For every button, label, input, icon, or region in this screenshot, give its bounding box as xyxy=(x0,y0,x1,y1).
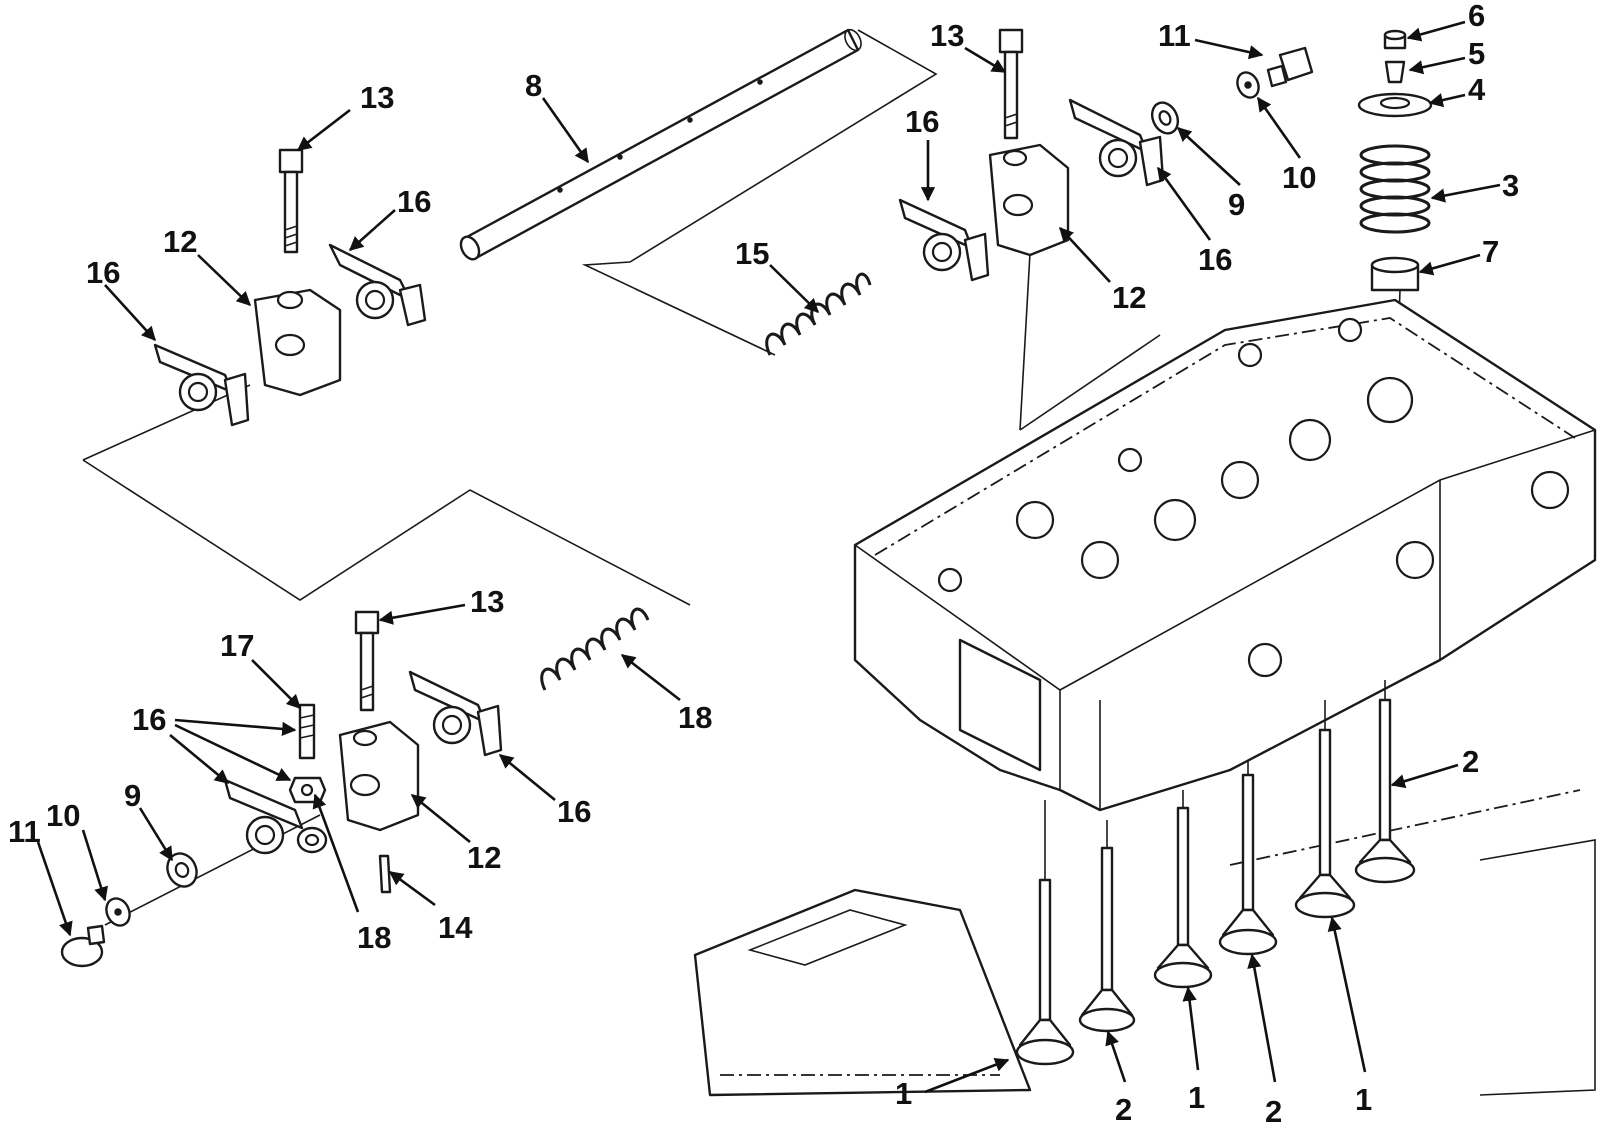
plug-11-lower xyxy=(60,924,106,968)
rocker-arm-16-lower-left xyxy=(223,778,328,855)
rocker-arm-16-upper-right-a xyxy=(898,198,990,282)
callout-16-upper-left-b: 16 xyxy=(86,255,120,290)
callout-10-lower: 10 xyxy=(46,798,80,833)
callout-14: 14 xyxy=(438,910,473,945)
callout-9-upper: 9 xyxy=(1228,187,1245,222)
spring-15 xyxy=(765,272,872,356)
washer-9-upper xyxy=(1150,101,1180,135)
callout-6: 6 xyxy=(1468,0,1485,33)
callout-4: 4 xyxy=(1468,72,1486,107)
lower-left-rocker-group xyxy=(60,607,650,968)
callout-2-middle: 2 xyxy=(1265,1094,1282,1129)
rocker-arm-16-upper-left-b xyxy=(153,343,250,427)
callout-11-upper: 11 xyxy=(1158,18,1191,53)
callout-12-lower: 12 xyxy=(467,840,501,875)
bracket-12-lower xyxy=(338,720,420,832)
valve-keeper-5 xyxy=(1384,60,1406,84)
callout-5: 5 xyxy=(1468,36,1485,71)
callout-18-lower-spring: 18 xyxy=(678,700,712,735)
washer-9-lower xyxy=(166,852,198,888)
rocker-arm-16-upper-left-a xyxy=(328,243,427,327)
cylinder-head xyxy=(853,298,1597,812)
callout-12-upper-right: 12 xyxy=(1112,280,1146,315)
rocker-shaft xyxy=(459,28,862,261)
callout-13-lower: 13 xyxy=(470,584,504,619)
callout-15: 15 xyxy=(735,236,769,271)
callout-16-upper-left-a: 16 xyxy=(397,184,431,219)
callout-2-left: 2 xyxy=(1115,1092,1132,1127)
callout-10-upper: 10 xyxy=(1282,160,1316,195)
callout-1-middle: 1 xyxy=(1188,1080,1205,1115)
callout-8: 8 xyxy=(525,68,542,103)
washer-10-upper xyxy=(1236,71,1260,99)
callout-12-upper-left: 12 xyxy=(163,224,197,259)
callout-11-lower: 11 xyxy=(8,814,41,849)
callout-16-lower-right: 16 xyxy=(557,794,591,829)
upper-right-rocker-group xyxy=(898,28,1314,282)
engine-block xyxy=(693,789,1596,1097)
callout-leaders xyxy=(36,20,1501,1094)
spring-retainer-4 xyxy=(1357,92,1433,118)
rocker-arm-16-lower-right xyxy=(408,670,503,757)
callout-17: 17 xyxy=(220,628,254,663)
callout-1-right: 1 xyxy=(1355,1082,1372,1117)
callout-9-lower: 9 xyxy=(124,778,141,813)
valve-1-b xyxy=(1153,790,1213,989)
bracket-12-upper-right xyxy=(988,143,1070,257)
valve-2-b xyxy=(1218,760,1278,956)
callout-16-upper-right-a: 16 xyxy=(905,104,939,139)
bracket-12-upper-left xyxy=(253,288,342,397)
rocker-arm-16-upper-right-b xyxy=(1068,98,1165,187)
bolt-13-upper-left xyxy=(278,148,304,254)
callout-7: 7 xyxy=(1482,234,1499,269)
valves xyxy=(1015,680,1416,1066)
valve-cap-6 xyxy=(1383,29,1407,50)
callout-1-left: 1 xyxy=(895,1076,912,1111)
bolt-13-lower xyxy=(354,610,380,712)
valve-1-a xyxy=(1015,800,1075,1066)
valve-1-c xyxy=(1294,700,1356,919)
upper-left-rocker-group xyxy=(153,148,427,427)
spring-18-lower xyxy=(540,607,650,691)
pin-14 xyxy=(378,854,392,894)
plug-11-upper xyxy=(1266,46,1314,88)
valve-spring-stack xyxy=(1357,29,1433,292)
valve-2-c xyxy=(1354,680,1416,884)
callout-3: 3 xyxy=(1502,168,1519,203)
callout-16-lower-group: 16 xyxy=(132,702,166,737)
lock-nut-16-lower xyxy=(288,776,327,804)
valve-2-a xyxy=(1078,820,1136,1033)
callout-13-upper-left: 13 xyxy=(360,80,394,115)
callout-2-right: 2 xyxy=(1462,744,1479,779)
valve-stem-seal-7 xyxy=(1370,256,1420,292)
callout-13-upper-right: 13 xyxy=(930,18,964,53)
washer-10-lower xyxy=(105,897,131,927)
adjusting-screw-17 xyxy=(298,703,316,760)
callout-18-lower-nut: 18 xyxy=(357,920,391,955)
callout-16-upper-right-b: 16 xyxy=(1198,242,1232,277)
callout-numbers: 13 8 16 12 16 13 11 6 5 4 10 9 3 16 7 16… xyxy=(8,0,1519,1129)
bolt-13-upper-right xyxy=(998,28,1024,140)
valve-spring-3 xyxy=(1359,144,1431,234)
